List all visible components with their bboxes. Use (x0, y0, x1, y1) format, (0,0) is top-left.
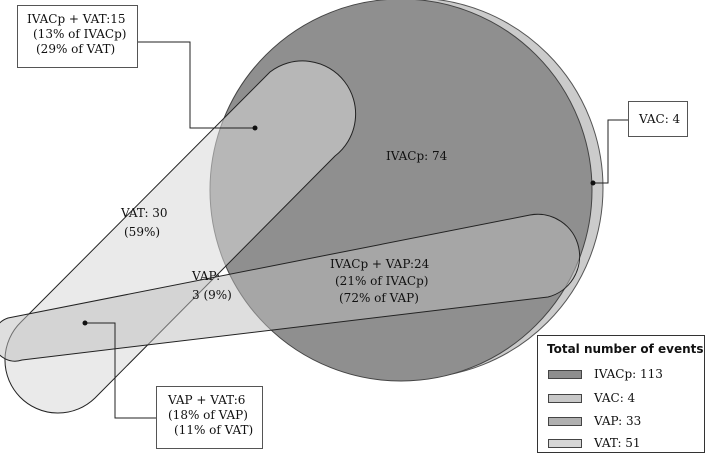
legend-item-vat: VAT: 51 (548, 436, 641, 450)
ivacp-vat-callout: IVACp + VAT:15 (13% of IVACp) (29% of VA… (17, 5, 138, 68)
legend-swatch-vat (548, 438, 582, 448)
legend-label-vap: VAP: 33 (594, 414, 642, 428)
legend-swatch-vap (548, 416, 582, 426)
ivacp-vat-marker (252, 125, 258, 131)
ivacp-label: IVACp: 74 (386, 149, 448, 163)
legend-swatch-ivacp (548, 369, 582, 379)
ivacp-vap-pct2: (72% of VAP) (339, 291, 419, 305)
vac-connector (593, 119, 628, 184)
legend-item-vap: VAP: 33 (548, 414, 641, 428)
vap-vat-line3: (11% of VAT) (174, 423, 254, 437)
legend-title: Total number of events (547, 342, 704, 356)
legend-item-vac: VAC: 4 (548, 391, 635, 405)
ivacp-vat-line1: IVACp + VAT:15 (27, 12, 126, 26)
vat-pct-label: (59%) (124, 225, 160, 239)
vap-vat-line1: VAP + VAT:6 (168, 393, 246, 407)
legend: Total number of events IVACp: 113 VAC: 4… (537, 335, 705, 453)
vat-label: VAT: 30 (120, 206, 168, 220)
vap-vat-callout: VAP + VAT:6 (18% of VAP) (11% of VAT) (156, 386, 263, 449)
vac-marker (590, 180, 596, 186)
ivacp-vat-connector (138, 41, 255, 129)
vap-label: VAP: (191, 269, 220, 283)
ivacp-vat-line2: (13% of IVACp) (33, 27, 127, 41)
legend-label-vac: VAC: 4 (594, 391, 636, 405)
ivacp-vat-line3: (29% of VAT) (36, 42, 116, 56)
legend-item-ivacp: IVACp: 113 (548, 367, 663, 381)
vap-vat-line2: (18% of VAP) (168, 408, 248, 422)
vac-callout-text: VAC: 4 (639, 112, 681, 126)
vac-callout: VAC: 4 (628, 101, 688, 137)
vap-pct-label: 3 (9%) (192, 288, 232, 302)
vap-vat-marker (82, 320, 88, 326)
vap-shape (0, 213, 581, 362)
vap-vat-connector (85, 322, 156, 419)
ivacp-vap-pct1: (21% of IVACp) (335, 274, 428, 288)
legend-swatch-vac (548, 393, 582, 403)
legend-label-ivacp: IVACp: 113 (594, 367, 663, 381)
ivacp-vap-label: IVACp + VAP:24 (330, 257, 430, 271)
legend-label-vat: VAT: 51 (594, 436, 641, 450)
